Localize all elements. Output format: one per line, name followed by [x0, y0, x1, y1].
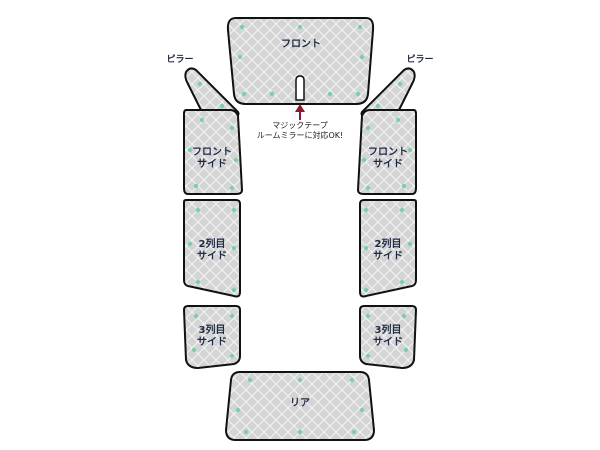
velcro-dots	[187, 24, 413, 435]
row2-side-left-panel: 2列目 サイド	[183, 199, 241, 298]
velcro-dot	[397, 81, 403, 87]
velcro-dot	[191, 347, 197, 353]
row2-side-right-label-2: サイド	[373, 250, 403, 262]
rear-label: リア	[290, 397, 310, 409]
velcro-dot	[327, 91, 333, 97]
front-side-left-label-2: サイド	[197, 158, 227, 170]
row2-side-left-label-1: 2列目	[199, 237, 226, 250]
note-line-2: ルームミラーに対応OK!	[257, 130, 344, 140]
velcro-dot	[197, 81, 203, 87]
velcro-dot	[407, 241, 413, 247]
velcro-dot	[351, 429, 357, 435]
row3-side-left-label-1: 3列目	[199, 323, 226, 336]
front-side-right-panel: フロント サイド	[356, 109, 417, 195]
front-side-left-panel: フロント サイド	[183, 109, 244, 195]
velcro-dot	[193, 313, 199, 319]
velcro-dot	[243, 429, 249, 435]
velcro-dot	[239, 24, 245, 30]
velcro-dot	[231, 245, 237, 251]
rear-panel: リア	[224, 371, 376, 441]
pillar-right-panel: ピラー	[360, 53, 434, 117]
velcro-dot	[237, 54, 243, 60]
row3-side-left-panel: 3列目 サイド	[182, 305, 241, 370]
row3-side-right-panel: 3列目 サイド	[359, 305, 418, 370]
velcro-dot	[219, 103, 225, 109]
velcro-dot	[297, 377, 303, 383]
velcro-dot	[357, 24, 363, 30]
front-side-right-label-1: フロント	[368, 146, 408, 158]
velcro-dot	[195, 279, 201, 285]
pillar-left-panel: ピラー	[166, 53, 240, 117]
velcro-dot	[195, 207, 201, 213]
pillar-left-label: ピラー	[166, 53, 193, 65]
velcro-dot	[355, 91, 361, 97]
velcro-dot	[297, 429, 303, 435]
velcro-dot	[187, 147, 193, 153]
arrowhead-icon	[295, 104, 305, 112]
velcro-dot	[363, 207, 369, 213]
velcro-dot	[359, 54, 365, 60]
velcro-dot	[229, 185, 235, 191]
velcro-dot	[229, 353, 235, 359]
velcro-dot	[199, 117, 205, 123]
pillar-right-label: ピラー	[406, 53, 433, 65]
velcro-dot	[365, 125, 371, 131]
row3-side-left-label-2: サイド	[197, 336, 227, 348]
front-side-right-label-2: サイド	[373, 158, 403, 170]
velcro-dot	[407, 147, 413, 153]
velcro-dot	[363, 287, 369, 293]
row3-side-right-label-2: サイド	[373, 336, 403, 348]
note-line-1: マジックテープ	[272, 121, 328, 130]
row2-side-right-label-1: 2列目	[375, 237, 402, 250]
velcro-dot	[363, 245, 369, 251]
row2-side-left-label-2: サイド	[197, 250, 227, 262]
velcro-dot	[233, 157, 239, 163]
velcro-dot	[349, 377, 355, 383]
velcro-dot	[375, 103, 381, 109]
front-windshield-panel: フロント	[226, 17, 375, 105]
velcro-dot	[401, 183, 407, 189]
velcro-dot	[395, 117, 401, 123]
velcro-dot	[365, 313, 371, 319]
velcro-dot	[401, 313, 407, 319]
velcro-dot	[399, 207, 405, 213]
velcro-dot	[229, 125, 235, 131]
velcro-dot	[269, 91, 275, 97]
velcro-dot	[403, 347, 409, 353]
front-side-left-label-1: フロント	[192, 146, 232, 158]
velcro-dot	[399, 279, 405, 285]
mirror-note: マジックテープ ルームミラーに対応OK!	[257, 104, 344, 140]
velcro-dot	[297, 24, 303, 30]
velcro-dot	[359, 407, 365, 413]
front-label: フロント	[281, 38, 321, 50]
velcro-dot	[235, 407, 241, 413]
row2-side-right-panel: 2列目 サイド	[359, 199, 417, 298]
mirror-notch	[295, 75, 305, 101]
velcro-dot	[365, 353, 371, 359]
velcro-dot	[229, 313, 235, 319]
velcro-dot	[365, 185, 371, 191]
velcro-dot	[247, 377, 253, 383]
velcro-dot	[361, 157, 367, 163]
row3-side-right-label-1: 3列目	[375, 323, 402, 336]
velcro-dot	[241, 91, 247, 97]
velcro-dot	[231, 287, 237, 293]
velcro-dot	[193, 183, 199, 189]
velcro-dot	[187, 241, 193, 247]
velcro-dot	[231, 207, 237, 213]
